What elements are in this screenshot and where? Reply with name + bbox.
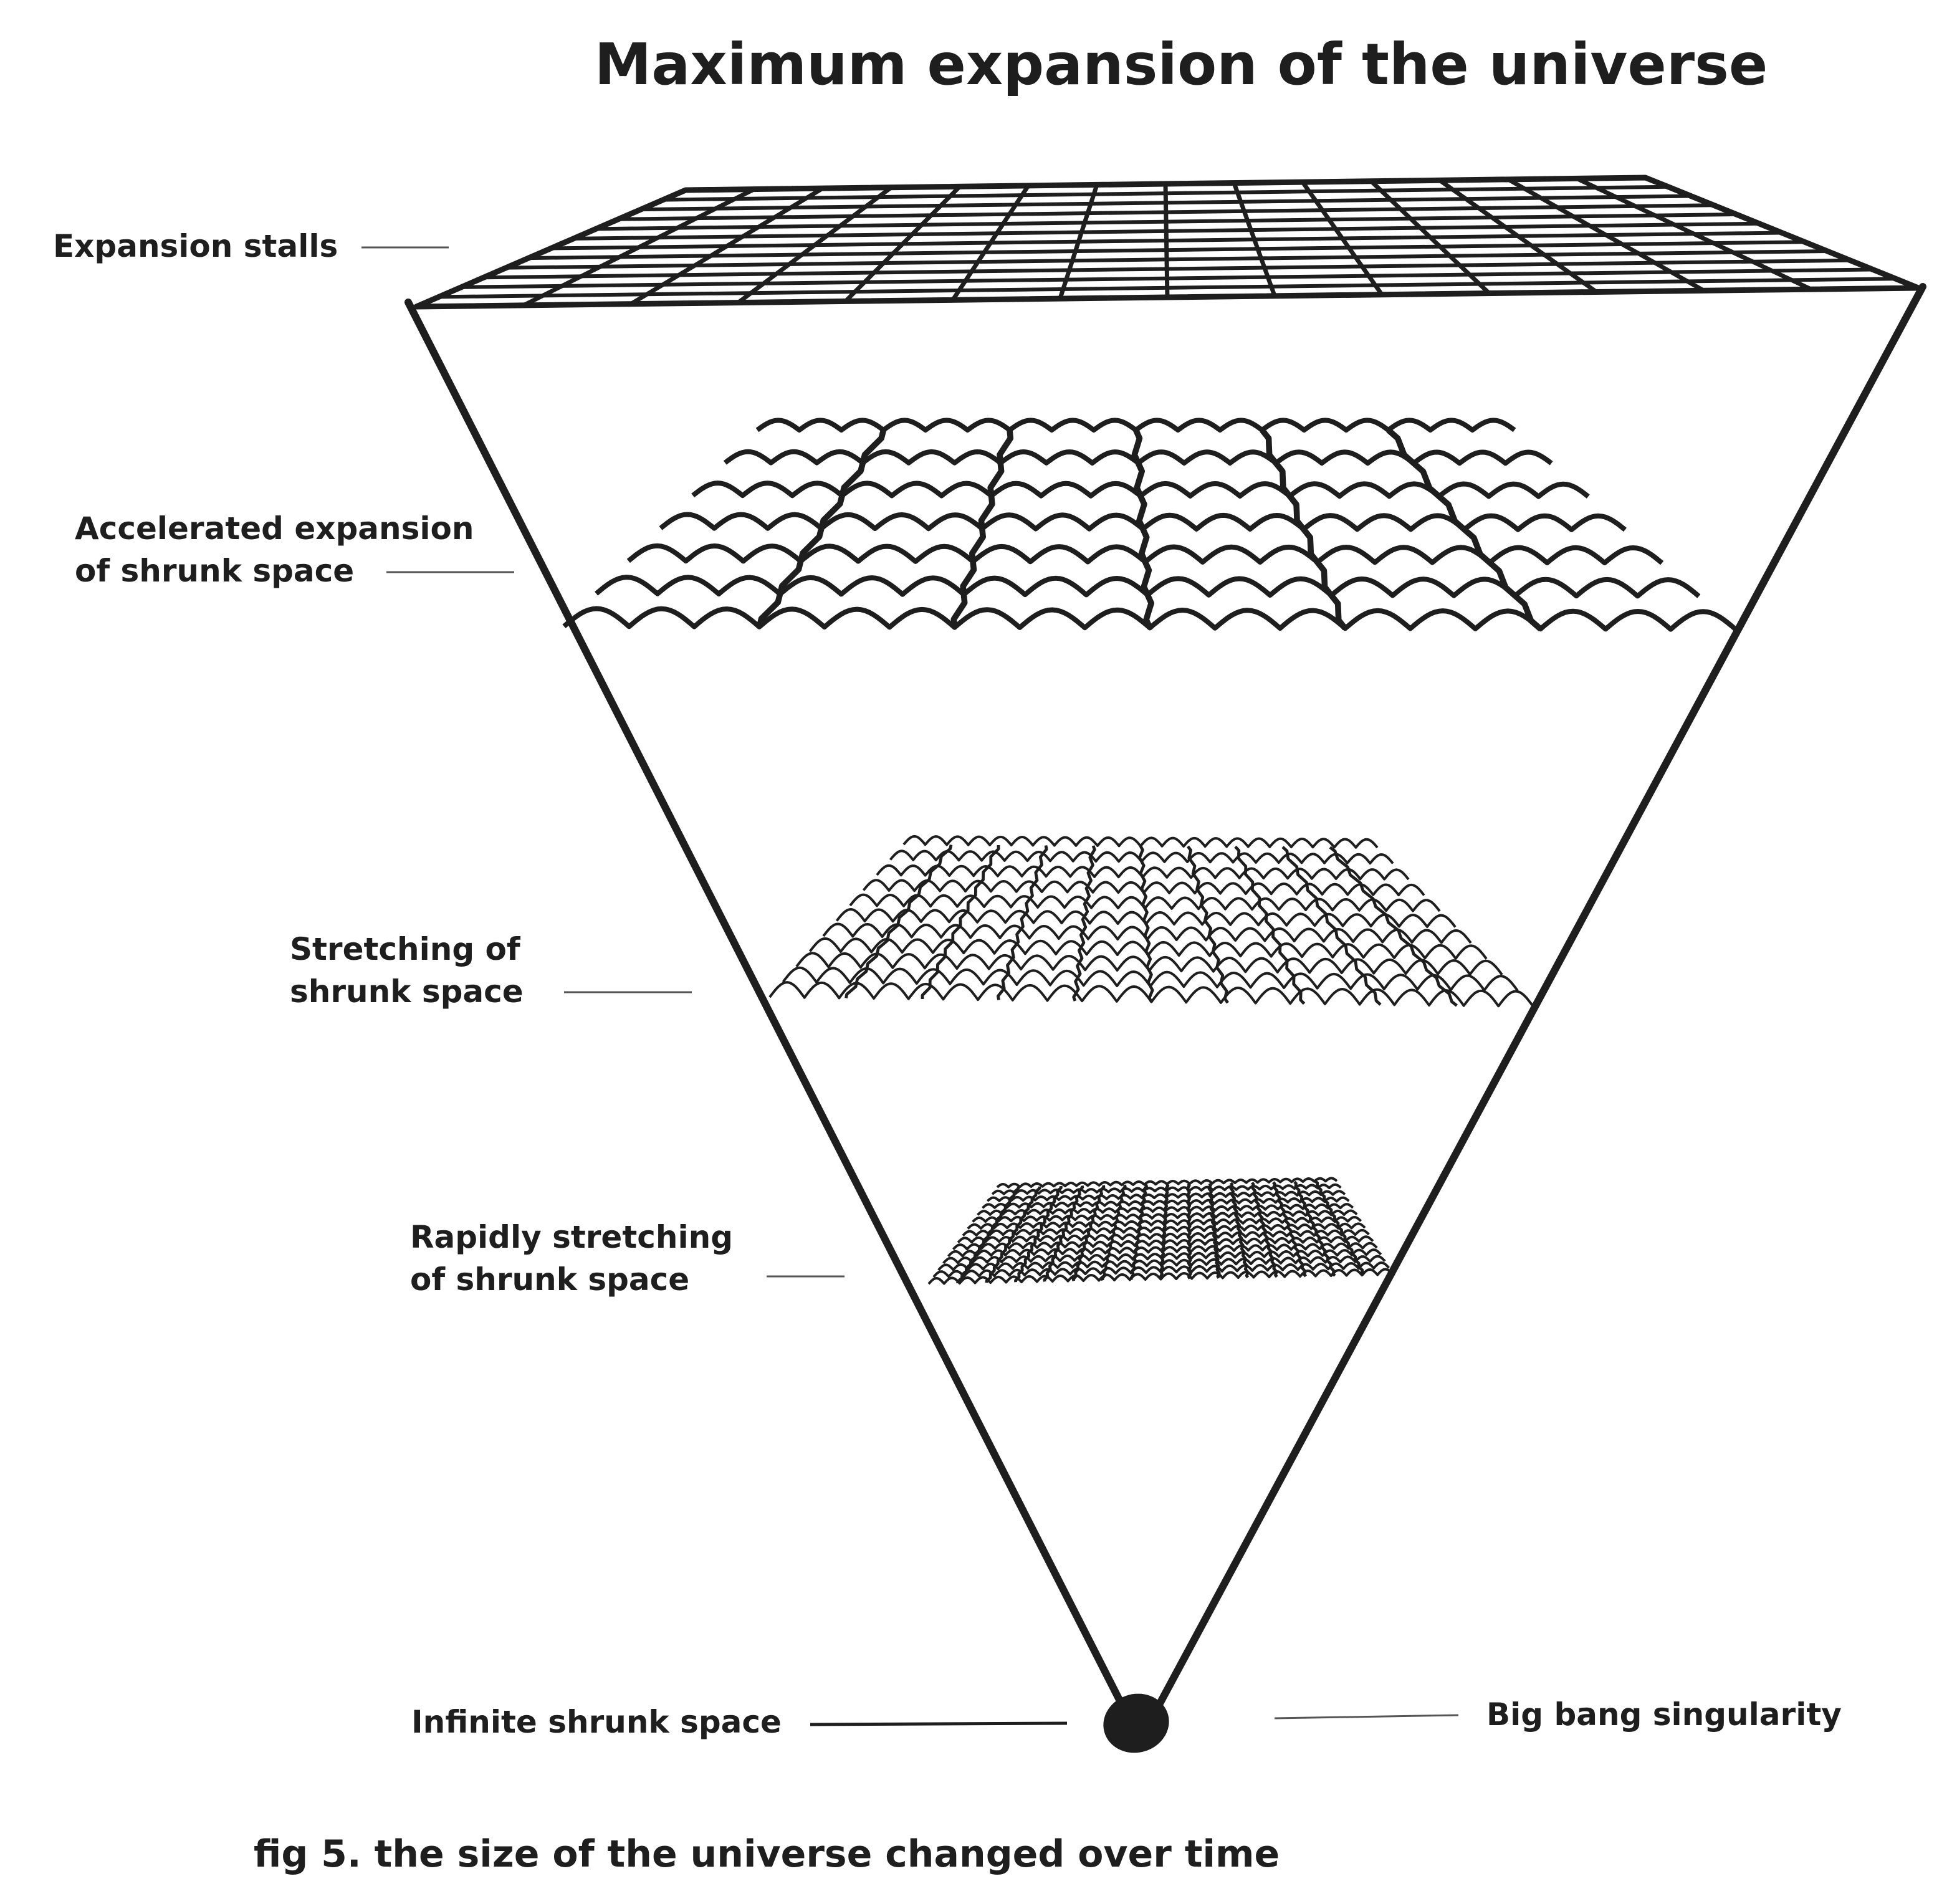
flat-grid-column-line (844, 184, 962, 303)
label-stretching-line1: Stretching of (290, 931, 521, 967)
rapid-grid-column-line (1158, 1183, 1170, 1280)
stretching-wave-grid (768, 835, 1534, 1008)
stretching-grid-column-line (1187, 845, 1229, 1004)
flat-space-grid (413, 175, 1921, 310)
accelerated-grid-wave-line (755, 418, 1516, 433)
leader-big-bang (1274, 1714, 1459, 1720)
stretching-grid-column-line (1234, 845, 1306, 1005)
flat-grid-column-line (737, 185, 893, 305)
rapid-grid-column-line (1293, 1180, 1336, 1277)
accelerated-grid-column-line (1131, 429, 1154, 629)
rapid-grid-column-line (1207, 1182, 1221, 1279)
flat-grid-column-line (950, 184, 1030, 302)
figure-caption: fig 5. the size of the universe changed … (254, 1832, 1280, 1876)
rapid-grid-column-line (1071, 1185, 1106, 1281)
rapid-grid-column-line (1043, 1185, 1084, 1282)
flat-grid-column-line (1301, 181, 1384, 296)
rapid-grid-column-line (956, 1187, 1020, 1284)
label-big-bang-singularity: Big bang singularity (1486, 1696, 1842, 1733)
flat-grid-column-line (1232, 182, 1277, 297)
accelerated-grid-column-line (756, 429, 887, 628)
flat-grid-column-line (1576, 176, 1812, 292)
label-rapidly-line1: Rapidly stretching (410, 1219, 733, 1255)
flat-grid-column-line (1507, 177, 1705, 293)
rapid-grid-column-line (1314, 1180, 1366, 1276)
flat-grid-column-line (1369, 179, 1491, 295)
accelerated-grid-column-line (950, 429, 1014, 628)
leader-infinite (810, 1721, 1068, 1726)
stretching-grid-column-line (1072, 845, 1096, 1002)
flat-grid-column-line (1438, 178, 1598, 294)
stretching-grid-column-line (1329, 846, 1458, 1007)
rapid-grid-column-line (1129, 1184, 1148, 1281)
rapid-grid-column-line (1014, 1185, 1063, 1283)
stretching-grid-column-line (845, 844, 953, 998)
rapid-grid-column-line (1101, 1184, 1127, 1281)
label-accelerated-line1: Accelerated expansion (75, 510, 474, 547)
label-accelerated-line2: of shrunk space (75, 553, 354, 589)
rapid-grid-column-line (1229, 1182, 1250, 1279)
stretching-grid-column-line (921, 845, 1000, 999)
accelerated-grid-column-line (1260, 428, 1348, 631)
cone-left-edge (404, 299, 1129, 1715)
rapid-grid-column-line (985, 1186, 1041, 1283)
label-expansion-stalls: Expansion stalls (53, 228, 338, 264)
flat-grid-column-line (1163, 183, 1170, 298)
cone-right-edge (1156, 283, 1926, 1708)
label-infinite-shrunk-space: Infinite shrunk space (411, 1704, 782, 1740)
rapid-grid-column-line (1250, 1181, 1278, 1278)
accelerated-expansion-wave-grid (562, 418, 1738, 632)
stretching-grid-column-line (1137, 845, 1154, 1003)
rapid-stretching-wave-grid (927, 1177, 1394, 1285)
accelerated-grid-column-line (1386, 428, 1543, 631)
rapid-grid-column-line (1272, 1181, 1308, 1278)
stretching-grid-column-line (997, 845, 1048, 1000)
label-stretching-line2: shrunk space (290, 974, 524, 1010)
stretching-grid-column-line (1281, 846, 1382, 1006)
flat-grid-column-line (629, 186, 824, 306)
flat-grid-column-line (1058, 184, 1099, 300)
rapid-grid-column-line (1185, 1183, 1192, 1280)
diagram-title: Maximum expansion of the universe (595, 31, 1768, 98)
stretching-grid-wave-line (902, 835, 1379, 849)
flat-grid-column-line (522, 187, 755, 307)
label-rapidly-line2: of shrunk space (410, 1261, 689, 1298)
singularity-dot (1103, 1693, 1169, 1753)
